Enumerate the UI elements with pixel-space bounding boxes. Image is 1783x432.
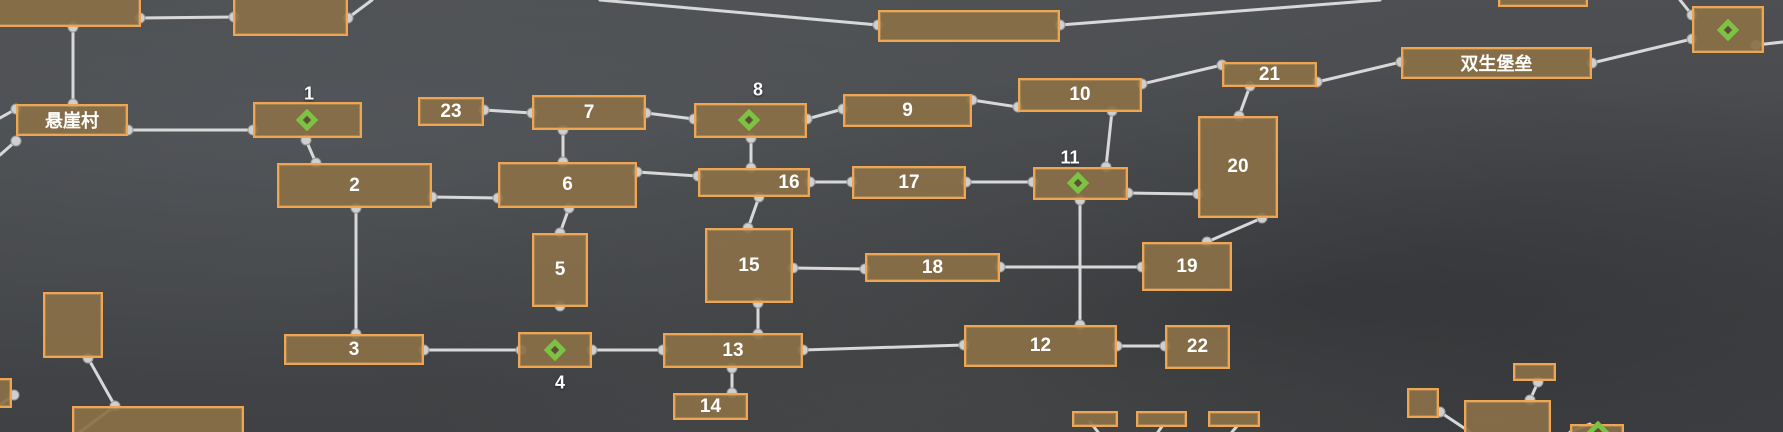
room-label: 13 xyxy=(722,339,744,361)
map-room-unlabeled[interactable] xyxy=(1136,411,1187,427)
room-label: 20 xyxy=(1227,156,1249,177)
map-room-9[interactable]: 9 xyxy=(843,94,972,127)
map-room-13[interactable]: 13 xyxy=(663,333,803,368)
map-room-unlabeled[interactable] xyxy=(1498,0,1588,7)
map-room-7[interactable]: 7 xyxy=(532,95,646,130)
map-room-twin-fortress[interactable]: 双生堡垒 xyxy=(1401,47,1592,79)
map-room-unlabeled[interactable] xyxy=(1570,424,1624,432)
room-label: 10 xyxy=(1069,84,1091,105)
room-label: 16 xyxy=(778,171,800,193)
link-r6-r16 xyxy=(635,170,700,178)
map-room-teleport-topright[interactable] xyxy=(1692,6,1764,53)
map-room-cliff-village[interactable]: 悬崖村 xyxy=(16,104,128,136)
link-r20-r19 xyxy=(1205,216,1264,244)
room-label: 15 xyxy=(738,254,760,276)
map-room-17[interactable]: 17 xyxy=(852,166,966,199)
link-r10-r11 xyxy=(1104,109,1114,169)
room-label: 18 xyxy=(921,256,944,278)
map-room-6[interactable]: 6 xyxy=(498,162,637,208)
link-r11-r20 xyxy=(1126,191,1200,196)
map-room-23[interactable]: 23 xyxy=(418,97,484,126)
link-r7-r23 xyxy=(482,108,534,115)
link-r21-fortress xyxy=(1315,60,1403,84)
link-r8-r9 xyxy=(805,107,845,121)
map-room-unlabeled[interactable] xyxy=(0,378,12,408)
room-label-4: 4 xyxy=(554,372,566,393)
room-label: 22 xyxy=(1186,336,1209,357)
map-room-14[interactable]: 14 xyxy=(673,393,748,420)
room-label-11: 11 xyxy=(1060,147,1080,168)
map-room-4[interactable] xyxy=(518,332,592,368)
room-label: 21 xyxy=(1258,63,1281,85)
map-room-unlabeled[interactable] xyxy=(233,0,348,36)
room-label: 19 xyxy=(1176,255,1198,277)
link-lowleft-a xyxy=(86,356,117,408)
room-label: 3 xyxy=(348,338,360,360)
link-fortress-topright xyxy=(1590,37,1694,65)
room-label: 悬崖村 xyxy=(45,111,99,132)
map-room-12[interactable]: 12 xyxy=(964,325,1117,367)
room-label: 23 xyxy=(440,100,462,122)
map-room-18[interactable]: 18 xyxy=(865,253,1000,282)
link-r7-r8 xyxy=(644,111,696,121)
map-room-unlabeled[interactable] xyxy=(43,292,103,358)
map-room-unlabeled[interactable] xyxy=(1208,411,1260,427)
link-top-long-b xyxy=(1058,0,1382,27)
link-top-left xyxy=(138,15,236,20)
room-label: 9 xyxy=(902,99,913,121)
room-label: 12 xyxy=(1029,335,1052,356)
room-label: 2 xyxy=(349,174,360,196)
map-room-10[interactable]: 10 xyxy=(1018,78,1142,112)
room-label: 7 xyxy=(583,101,595,123)
map-room-unlabeled[interactable] xyxy=(1407,388,1439,418)
map-room-unlabeled[interactable] xyxy=(1464,400,1551,432)
map-room-unlabeled[interactable] xyxy=(0,0,141,27)
room-label: 5 xyxy=(554,259,566,280)
map-room-3[interactable]: 3 xyxy=(284,334,424,365)
map-room-20[interactable]: 20 xyxy=(1198,116,1278,218)
room-label: 17 xyxy=(898,171,920,193)
map-room-unlabeled[interactable] xyxy=(72,406,244,432)
room-label: 14 xyxy=(699,395,722,417)
link-r10-r21 xyxy=(1140,63,1224,86)
link-r9-r10 xyxy=(970,98,1020,109)
room-label: 双生堡垒 xyxy=(1460,54,1533,75)
map-room-11[interactable] xyxy=(1033,167,1128,200)
room-label: 6 xyxy=(562,174,573,195)
map-room-5[interactable]: 5 xyxy=(532,233,588,307)
map-room-2[interactable]: 2 xyxy=(277,163,432,208)
link-r13-r12 xyxy=(801,343,966,352)
map-room-15[interactable]: 15 xyxy=(705,228,793,303)
map-room-22[interactable]: 22 xyxy=(1165,325,1230,369)
room-label-1: 1 xyxy=(303,83,315,104)
link-top-long-a xyxy=(598,0,880,27)
map-room-8[interactable] xyxy=(694,103,807,138)
map-room-16[interactable]: 16 xyxy=(698,168,810,197)
link-r15-r18 xyxy=(791,266,867,271)
map-room-1[interactable] xyxy=(253,102,362,138)
room-label-8: 8 xyxy=(752,79,764,100)
map-room-21[interactable]: 21 xyxy=(1222,62,1317,87)
map-room-unlabeled[interactable] xyxy=(1072,411,1118,427)
map-room-unlabeled[interactable] xyxy=(878,10,1060,42)
map-room-unlabeled[interactable] xyxy=(1513,363,1556,381)
map-room-19[interactable]: 19 xyxy=(1142,242,1232,291)
link-r2-r6 xyxy=(430,195,500,200)
